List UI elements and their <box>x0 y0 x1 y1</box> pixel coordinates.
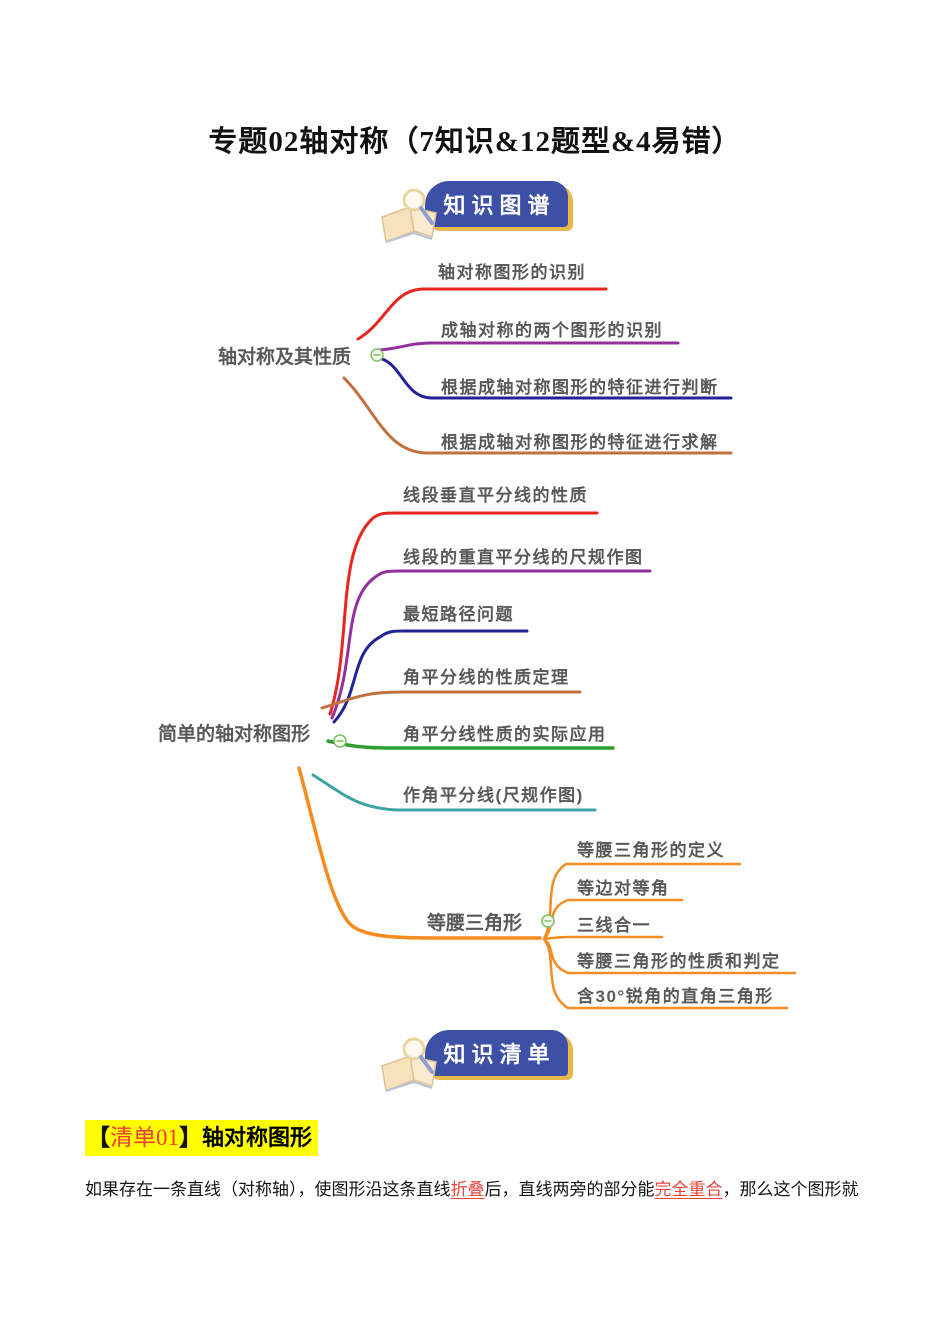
mindmap-leaf: 等腰三角形的定义 <box>577 841 725 860</box>
paragraph-text: 后，直线两旁的部分能 <box>484 1180 655 1199</box>
collapse-minus-icon[interactable] <box>333 734 347 748</box>
branch3-child3-line <box>542 935 664 941</box>
mindmap-leaf: 线段垂直平分线的性质 <box>403 486 588 505</box>
knowledge-list-badge-label: 知识清单 <box>443 1042 556 1067</box>
paragraph-keyword: 折叠 <box>450 1180 485 1199</box>
mindmap-leaf: 三线合一 <box>577 916 651 935</box>
body-paragraph: 如果存在一条直线（对称轴），使图形沿这条直线折叠后，直线两旁的部分能完全重合，那… <box>85 1178 913 1201</box>
mindmap-leaf: 含30°锐角的直角三角形 <box>577 987 774 1006</box>
mindmap-leaf: 等边对等角 <box>577 879 670 898</box>
mindmap-leaf: 等腰三角形的性质和判定 <box>577 952 781 971</box>
collapse-minus-icon[interactable] <box>541 914 555 928</box>
mindmap-leaf: 角平分线的性质定理 <box>403 668 570 687</box>
mindmap-leaf: 成轴对称的两个图形的识别 <box>441 321 663 340</box>
book-magnifier-icon <box>381 1037 437 1093</box>
mindmap-leaf: 根据成轴对称图形的特征进行判断 <box>441 378 719 397</box>
branch2-child2-line <box>330 569 652 720</box>
section-heading-list01: 【清单01】轴对称图形 <box>85 1120 319 1156</box>
badge-panel: 知识图谱 <box>425 181 568 227</box>
mindmap-branch-isosceles-triangle: 等腰三角形 <box>427 913 523 934</box>
page-title: 专题02轴对称（7知识&12题型&4易错） <box>208 126 742 158</box>
mindmap-branch-simple-axisymmetric-figures: 简单的轴对称图形 <box>158 724 311 745</box>
paragraph-keyword: 完全重合 <box>654 1180 723 1199</box>
branch2-child4-line <box>320 690 582 710</box>
book-magnifier-icon <box>381 188 437 244</box>
knowledge-map-badge-label: 知识图谱 <box>443 193 556 218</box>
mindmap-leaf: 线段的重直平分线的尺规作图 <box>403 548 644 567</box>
mindmap-leaf: 作角平分线(尺规作图) <box>403 786 584 805</box>
heading-title: 轴对称图形 <box>202 1125 313 1150</box>
collapse-minus-icon[interactable] <box>370 348 384 362</box>
mindmap-leaf: 轴对称图形的识别 <box>438 263 586 282</box>
heading-bracket-close: 】 <box>179 1125 202 1150</box>
heading-tag-label: 清单01 <box>110 1125 179 1150</box>
heading-bracket-open: 【 <box>87 1125 110 1150</box>
knowledge-map-badge: 知识图谱 <box>381 181 573 244</box>
paragraph-text: 如果存在一条直线（对称轴），使图形沿这条直线 <box>85 1180 451 1199</box>
badge-panel: 知识清单 <box>425 1030 568 1076</box>
branch1-child2-line <box>378 341 680 352</box>
mindmap-leaf: 根据成轴对称图形的特征进行求解 <box>441 433 719 452</box>
knowledge-list-badge: 知识清单 <box>381 1030 573 1093</box>
paragraph-text: ，那么这个图形就 <box>722 1180 859 1199</box>
mindmap-leaf: 最短路径问题 <box>403 605 514 624</box>
mindmap-leaf: 角平分线性质的实际应用 <box>403 725 607 744</box>
mindmap-branch-axis-symmetry-properties: 轴对称及其性质 <box>218 347 352 368</box>
